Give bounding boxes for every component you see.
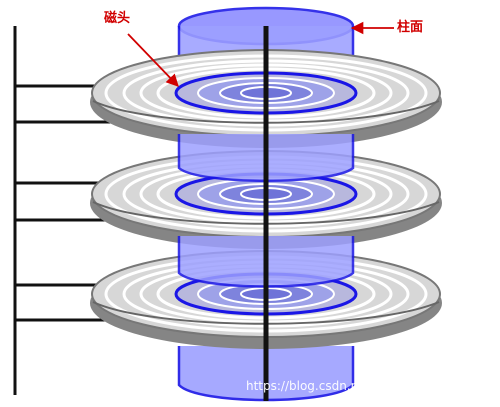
label-head: 磁头 bbox=[104, 10, 130, 26]
label-head-arrow bbox=[127, 33, 179, 87]
label-head-group: 磁头 bbox=[104, 10, 179, 87]
label-cylinder-group: 柱面 bbox=[350, 19, 423, 35]
watermark-text: https://blog.csdn.net/weixin_55609944 bbox=[246, 379, 480, 393]
label-cylinder: 柱面 bbox=[397, 19, 423, 35]
